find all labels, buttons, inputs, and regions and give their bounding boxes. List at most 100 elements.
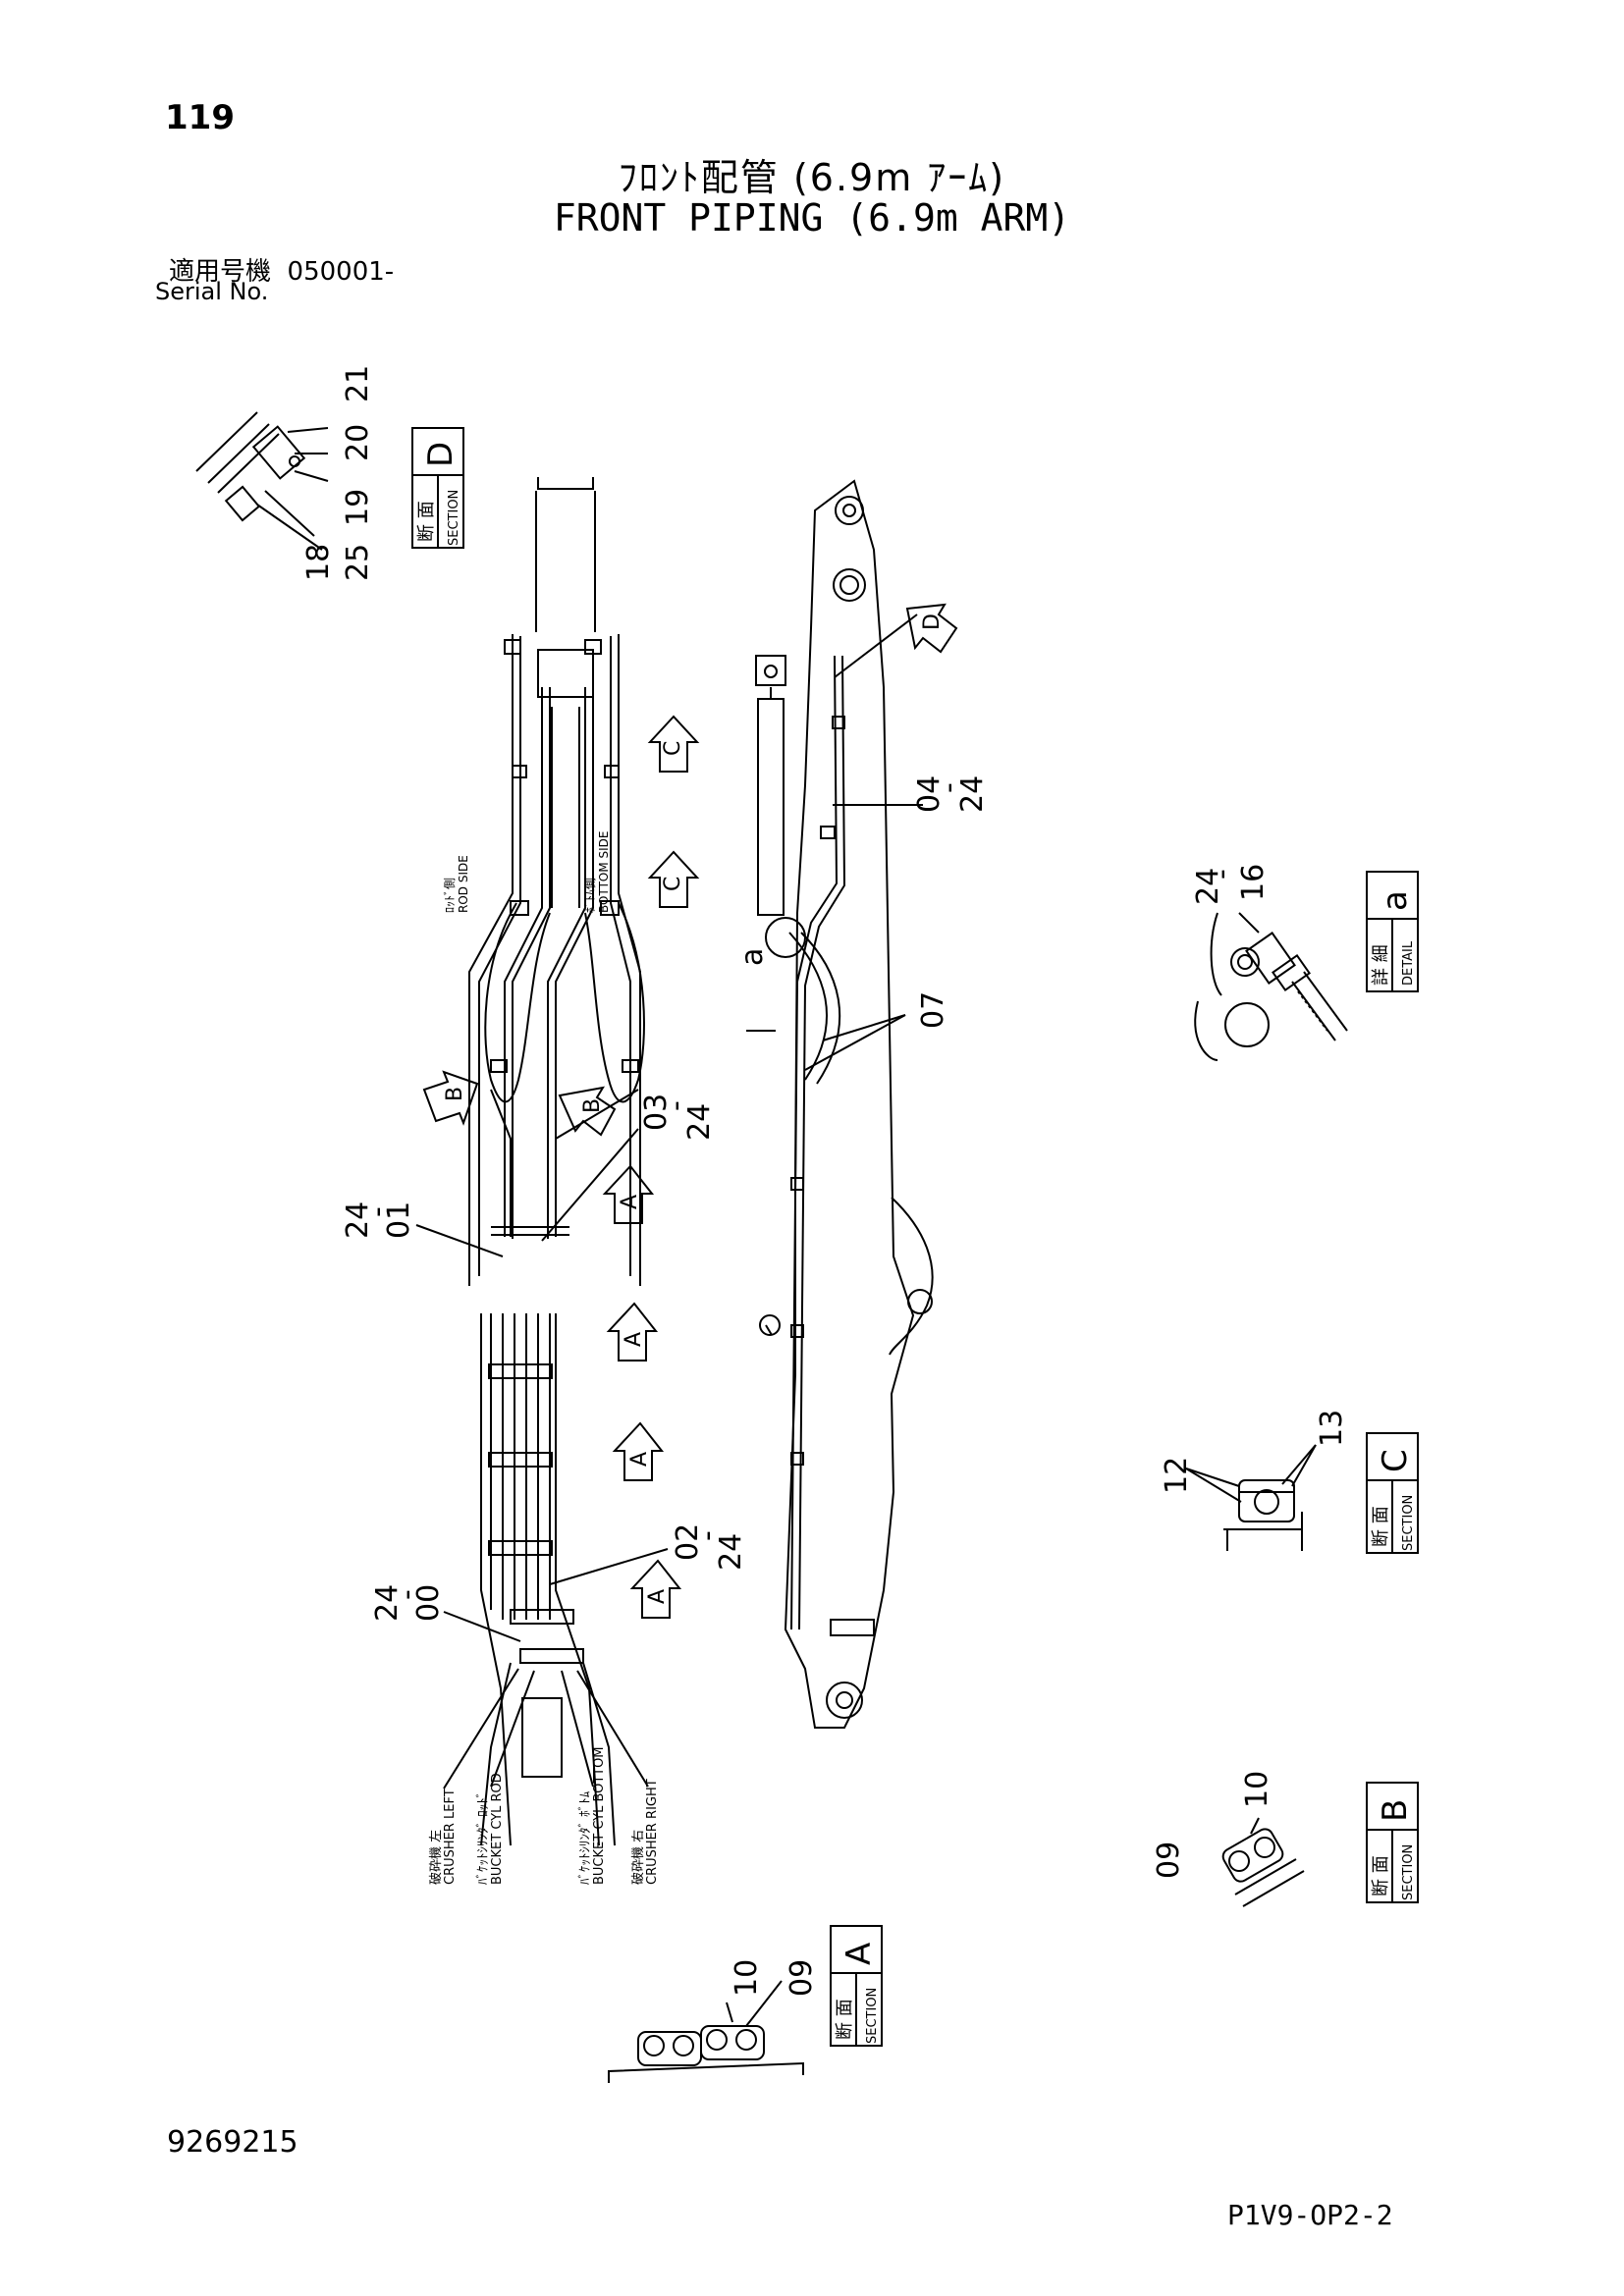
callout-02-24: 24 bbox=[714, 1533, 748, 1571]
arm-top-view bbox=[443, 477, 649, 1846]
callout-00-24: 24 bbox=[370, 1584, 405, 1622]
callout-02: 02 bbox=[671, 1523, 705, 1561]
bottom-side-label-jp: ﾎﾞﾄﾑ側 bbox=[583, 878, 597, 913]
view-arrow-b-left: B bbox=[422, 1070, 479, 1126]
view-arrow-b-right: B bbox=[558, 1086, 617, 1137]
document-number: 9269215 bbox=[167, 2125, 298, 2160]
hose-label-crusher-left-jp: 破砕機 左 bbox=[429, 1830, 444, 1885]
svg-text:A: A bbox=[627, 1452, 652, 1467]
callout-leaders bbox=[415, 614, 923, 1642]
view-arrow-a-1: A bbox=[602, 1164, 655, 1224]
callout-00: 00 bbox=[411, 1584, 446, 1622]
svg-text:C: C bbox=[661, 877, 685, 891]
detail-a-label-jp: 詳 細 bbox=[1371, 944, 1391, 986]
svg-text:A: A bbox=[622, 1332, 646, 1347]
callout-03-dash: - bbox=[659, 1100, 693, 1111]
section-c-box: C 断 面 SECTION bbox=[1366, 1432, 1419, 1554]
view-arrow-a-3: A bbox=[612, 1421, 665, 1481]
hose-label-crusher-right-jp: 破砕機 右 bbox=[631, 1830, 646, 1885]
callout-18: 18 bbox=[301, 544, 336, 581]
section-b-view bbox=[1221, 1817, 1305, 1907]
detail-a-label-en: DETAIL bbox=[1401, 940, 1416, 986]
serial-label-english: Serial No. bbox=[155, 278, 269, 305]
serial-label-japanese: 適用号機 bbox=[169, 257, 272, 287]
view-arrow-a-2: A bbox=[606, 1302, 659, 1362]
section-a-letter: A bbox=[839, 1943, 879, 1965]
bottom-side-label-en: BOTTOM SIDE bbox=[597, 830, 611, 913]
rod-side-label-jp: ﾛｯﾄﾞ側 bbox=[443, 878, 457, 913]
section-a-callout-10: 10 bbox=[730, 1959, 764, 1997]
page-title-japanese: ﾌﾛﾝﾄ配管 (6.9m ｱｰﾑ) bbox=[618, 156, 1006, 199]
section-c-callout-12: 12 bbox=[1160, 1457, 1194, 1494]
detail-a-view bbox=[1194, 912, 1348, 1061]
section-a-box: A 断 面 SECTION bbox=[830, 1925, 883, 2047]
section-c-label-jp: 断 面 bbox=[1371, 1506, 1391, 1547]
svg-text:B: B bbox=[443, 1087, 467, 1101]
section-d-box: D 断 面 SECTION bbox=[411, 427, 464, 549]
detail-callout-24: 24 bbox=[1191, 868, 1225, 905]
hose-label-bucket-rod-jp: ﾊﾞｹｯﾄｼﾘﾝﾀﾞ ﾛｯﾄﾞ bbox=[476, 1791, 491, 1885]
callout-01-24: 24 bbox=[341, 1201, 375, 1239]
callout-19: 19 bbox=[341, 489, 375, 526]
section-a-callout-09: 09 bbox=[785, 1959, 819, 1997]
section-a-view bbox=[608, 1980, 804, 2083]
section-c-view bbox=[1185, 1444, 1317, 1551]
page-title-english: FRONT PIPING (6.9m ARM) bbox=[553, 196, 1071, 240]
section-d-label-jp: 断 面 bbox=[416, 501, 437, 542]
page-number: 119 bbox=[165, 98, 235, 137]
detail-callout-16: 16 bbox=[1236, 864, 1271, 901]
section-b-box: B 断 面 SECTION bbox=[1366, 1782, 1419, 1903]
section-b-letter: B bbox=[1376, 1799, 1415, 1822]
callout-04: 04 bbox=[912, 775, 947, 813]
callout-20: 20 bbox=[341, 424, 375, 461]
section-b-label-jp: 断 面 bbox=[1371, 1855, 1391, 1896]
section-b-callout-09: 09 bbox=[1152, 1842, 1186, 1879]
section-b-callout-10: 10 bbox=[1240, 1771, 1274, 1808]
callout-01-dash: - bbox=[360, 1206, 395, 1217]
section-c-letter: C bbox=[1376, 1449, 1415, 1472]
section-c-callout-13: 13 bbox=[1315, 1410, 1349, 1447]
callout-00-dash: - bbox=[390, 1589, 424, 1600]
hose-label-crusher-left-en: CRUSHER LEFT bbox=[443, 1789, 458, 1885]
serial-value: 050001- bbox=[287, 257, 395, 287]
view-arrows: C C B B A A A A bbox=[422, 603, 958, 1619]
section-c-label-en: SECTION bbox=[1401, 1495, 1416, 1551]
view-arrow-c-lower: C bbox=[647, 850, 700, 908]
section-d-letter: D bbox=[421, 442, 460, 467]
section-a-label-jp: 断 面 bbox=[835, 1999, 855, 2040]
callout-03-24: 24 bbox=[682, 1103, 717, 1141]
detail-a-letter: a bbox=[1376, 890, 1415, 911]
callout-25: 25 bbox=[341, 544, 375, 581]
hose-label-bucket-rod-en: BUCKET CYL ROD bbox=[490, 1773, 505, 1885]
page-code: P1V9-OP2-2 bbox=[1227, 2199, 1393, 2231]
view-arrow-c-upper: C bbox=[647, 715, 700, 773]
callout-03: 03 bbox=[639, 1094, 674, 1131]
svg-text:C: C bbox=[661, 741, 685, 756]
hose-label-bucket-bottom-jp: ﾊﾞｹｯﾄｼﾘﾝﾀﾞ ﾎﾞﾄﾑ bbox=[578, 1790, 593, 1885]
callout-04-24: 24 bbox=[955, 775, 990, 813]
callout-04-dash: - bbox=[932, 782, 966, 793]
section-d-view bbox=[195, 411, 329, 551]
svg-text:A: A bbox=[645, 1589, 670, 1604]
serial-number-line: 適用号機 050001- bbox=[169, 251, 394, 288]
rod-side-label-en: ROD SIDE bbox=[457, 855, 470, 913]
callout-07: 07 bbox=[916, 991, 950, 1029]
section-d-label-en: SECTION bbox=[447, 490, 461, 546]
hose-label-bucket-bottom-en: BUCKET CYL BOTTOM bbox=[592, 1746, 607, 1885]
view-arrow-d: D bbox=[905, 603, 958, 654]
section-d-callouts: 21 20 19 18 25 bbox=[301, 365, 375, 581]
svg-text:B: B bbox=[580, 1098, 605, 1113]
svg-text:A: A bbox=[618, 1195, 642, 1209]
svg-text:D: D bbox=[920, 614, 945, 630]
arm-side-view bbox=[746, 479, 934, 1729]
callout-01: 01 bbox=[382, 1201, 416, 1239]
section-b-label-en: SECTION bbox=[1401, 1844, 1416, 1900]
section-a-label-en: SECTION bbox=[865, 1988, 880, 2044]
detail-a-box: a 詳 細 DETAIL bbox=[1366, 871, 1419, 992]
detail-callout-dash: - bbox=[1205, 869, 1239, 880]
detail-a-marker: a bbox=[735, 948, 770, 966]
callout-02-dash: - bbox=[690, 1530, 725, 1541]
hose-label-crusher-right-en: CRUSHER RIGHT bbox=[645, 1779, 660, 1885]
view-arrow-a-4: A bbox=[629, 1559, 682, 1619]
